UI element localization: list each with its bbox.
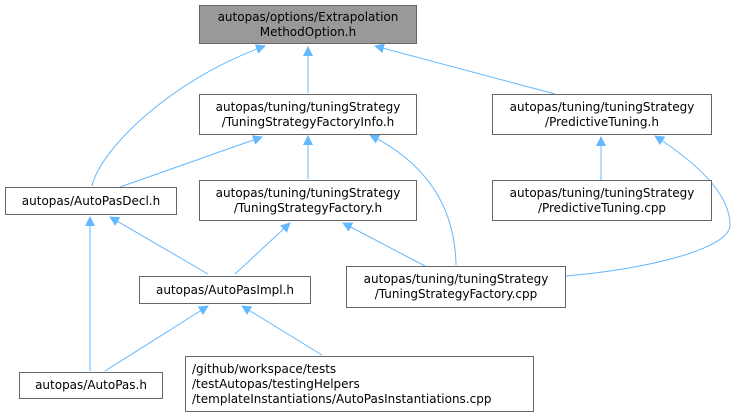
node-label-line: /TuningStrategyFactoryInfo.h [221,114,395,129]
edge-predictive-to-extrapolation [374,43,556,95]
node-label-line: autopas/tuning/tuningStrategy [363,272,549,286]
edge-decl-to-factoryinfo [119,135,263,188]
node-label-line: /templateInstantiations/AutoPasInstantia… [192,391,492,406]
edge-autopas-to-impl [104,305,209,372]
node-label-line: /PredictiveTuning.cpp [537,200,667,215]
node-predictive-tuning-cpp[interactable]: autopas/tuning/tuningStrategy /Predictiv… [492,180,712,221]
node-label-line: autopas/AutoPas.h [35,378,147,392]
node-label-line: /PredictiveTuning.h [545,114,659,129]
node-label-line: autopas/tuning/tuningStrategy [509,99,695,114]
edge-factorycpp-to-factoryh [342,222,426,267]
node-tuning-strategy-factory-cpp[interactable]: autopas/tuning/tuningStrategy /TuningStr… [346,266,566,308]
node-label-line: autopas/tuning/tuningStrategy [215,185,401,200]
node-label-line: /github/workspace/tests [192,361,337,376]
node-label-line: /TuningStrategyFactory.h [233,200,383,215]
node-label-line: autopas/tuning/tuningStrategy [215,99,401,114]
edge-factorycpp-to-factoryinfo [369,134,457,266]
node-label-line: autopas/options/Extrapolation [217,9,399,24]
node-label-line: /testAutopas/testingHelpers [192,376,360,391]
node-label-line: MethodOption.h [259,24,357,39]
node-extrapolation-method-option[interactable]: autopas/options/Extrapolation MethodOpti… [199,5,417,44]
node-predictive-tuning-h[interactable]: autopas/tuning/tuningStrategy /Predictiv… [492,94,712,135]
node-autopas-h[interactable]: autopas/AutoPas.h [19,372,163,399]
node-label-line: autopas/AutoPasDecl.h [21,193,161,208]
node-label-line: autopas/AutoPasImpl.h [155,282,295,297]
node-tuning-strategy-factory-info[interactable]: autopas/tuning/tuningStrategy /TuningStr… [199,94,417,135]
node-autopas-decl[interactable]: autopas/AutoPasDecl.h [5,187,177,215]
edge-impl-to-factoryh [234,222,291,275]
node-label-line: autopas/tuning/tuningStrategy [509,185,695,200]
edge-decl-to-extrapolation [91,44,266,187]
node-autopas-instantiations-cpp[interactable]: /github/workspace/tests /testAutopas/tes… [185,356,534,412]
node-tuning-strategy-factory-h[interactable]: autopas/tuning/tuningStrategy /TuningStr… [199,180,417,221]
edge-impl-to-decl [109,216,209,275]
node-autopas-impl[interactable]: autopas/AutoPasImpl.h [139,276,311,304]
edge-instantiations-to-impl [241,305,323,356]
edge-factorycpp-to-predictive [565,135,731,277]
node-label-line: /TuningStrategyFactory.cpp [374,287,538,301]
